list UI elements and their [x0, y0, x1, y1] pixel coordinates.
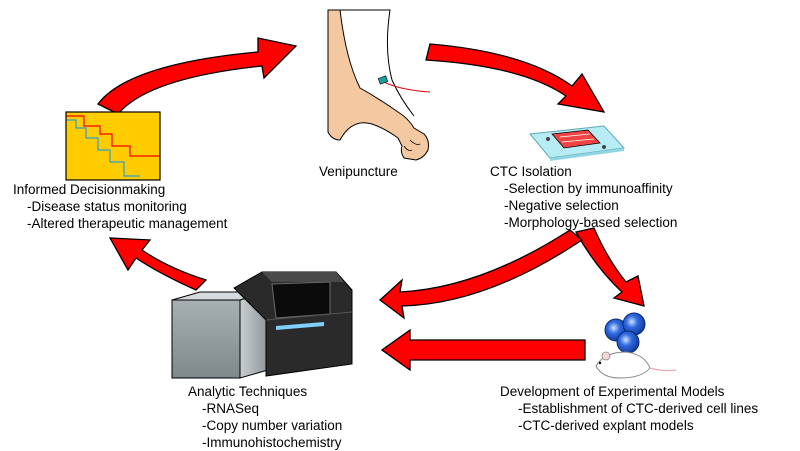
- ctc-isolation-item: -Selection by immunoaffinity: [504, 181, 673, 196]
- arrow-venipuncture-to-ctc: [425, 43, 606, 113]
- informed-decisionmaking-item: -Disease status monitoring: [27, 199, 187, 214]
- analytic-techniques-title: Analytic Techniques: [188, 384, 308, 399]
- ctc-isolation-title: CTC Isolation: [490, 164, 572, 179]
- venipuncture-title: Venipuncture: [319, 164, 398, 179]
- arrow-decision-to-venipuncture: [97, 37, 298, 115]
- informed-decisionmaking-title: Informed Decisionmaking: [13, 182, 166, 197]
- arrow-models-to-analytic: [380, 328, 586, 372]
- analytic-techniques-item: -Copy number variation: [202, 418, 343, 433]
- analytic-techniques-label: Analytic Techniques -RNASeq -Copy number…: [188, 383, 342, 451]
- arm-illustration: [327, 9, 431, 161]
- arrow-analytic-to-decision: [108, 237, 208, 291]
- experimental-models-item: -Establishment of CTC-derived cell lines: [518, 401, 759, 416]
- venipuncture-label: Venipuncture: [319, 163, 398, 180]
- sequencer-illustration: [171, 271, 353, 379]
- ctc-isolation-item: -Morphology-based selection: [504, 215, 678, 230]
- arrow-ctc-to-analytic: [378, 229, 584, 320]
- experimental-models-label: Development of Experimental Models -Esta…: [500, 383, 758, 434]
- informed-decisionmaking-item: -Altered therapeutic management: [27, 216, 228, 231]
- arrow-ctc-to-models: [575, 227, 645, 307]
- ctc-isolation-label: CTC Isolation -Selection by immunoaffini…: [490, 163, 677, 231]
- informed-decisionmaking-label: Informed Decisionmaking -Disease status …: [13, 181, 227, 232]
- cells-and-mouse-illustration: [595, 312, 677, 379]
- experimental-models-item: -CTC-derived explant models: [518, 418, 694, 433]
- survival-chart-illustration: [65, 111, 161, 181]
- analytic-techniques-item: -RNASeq: [202, 401, 260, 416]
- analytic-techniques-item: -Immunohistochemistry: [202, 435, 342, 450]
- experimental-models-title: Development of Experimental Models: [500, 384, 725, 399]
- ctc-chip-illustration: [529, 125, 626, 161]
- ctc-isolation-item: -Negative selection: [504, 198, 619, 213]
